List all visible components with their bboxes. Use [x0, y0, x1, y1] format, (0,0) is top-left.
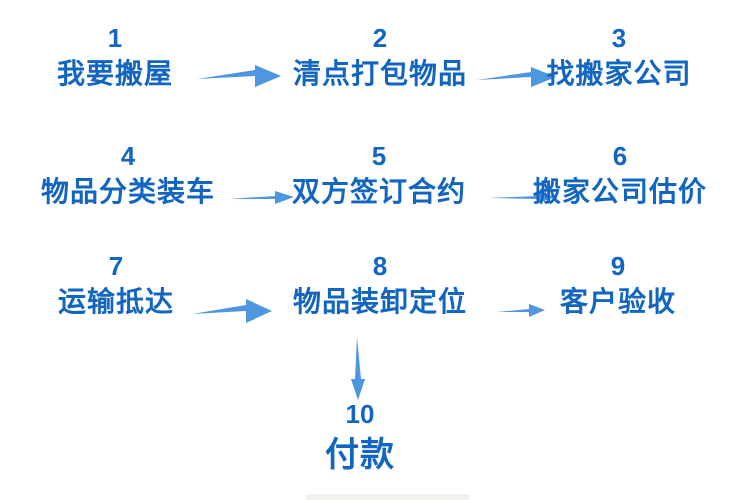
step-10-number: 10 [345, 399, 375, 429]
arrow-step7-to-step8-icon [192, 299, 272, 323]
step-5: 5 双方签订合约 [292, 140, 466, 209]
step-1: 1 我要搬屋 [57, 22, 173, 91]
step-10-label: 付款 [325, 436, 395, 474]
step-4-number: 4 [120, 141, 136, 171]
step-7-label: 运输抵达 [57, 286, 175, 317]
arrow-step4-to-step5-icon [229, 191, 294, 204]
arrow-step1-to-step2-icon [197, 65, 281, 87]
step-7: 7 运输抵达 [58, 250, 174, 319]
step-3-number: 3 [611, 23, 627, 53]
step-4-label: 物品分类装车 [40, 176, 216, 207]
step-7-number: 7 [108, 251, 124, 281]
step-1-number: 1 [107, 23, 123, 53]
arrow-step8-to-step9-icon [497, 304, 545, 317]
step-9-label: 客户验收 [559, 286, 677, 317]
step-5-label: 双方签订合约 [291, 176, 467, 207]
arrow-shape [197, 65, 281, 87]
arrow-shape [488, 192, 556, 203]
step-4: 4 物品分类装车 [41, 140, 215, 209]
step-2-number: 2 [372, 23, 388, 53]
arrow-step5-to-step6-icon [488, 192, 556, 203]
step-3-label: 找搬家公司 [546, 58, 692, 89]
step-5-number: 5 [371, 141, 387, 171]
step-9-number: 9 [610, 251, 626, 281]
arrow-step8-to-step10-icon [351, 337, 365, 400]
arrow-shape [477, 67, 556, 87]
step-8: 8 物品装卸定位 [293, 250, 467, 319]
step-9: 9 客户验收 [560, 250, 676, 319]
step-2-label: 清点打包物品 [292, 58, 468, 89]
arrow-shape [229, 191, 294, 204]
step-3: 3 找搬家公司 [546, 22, 691, 91]
step-2: 2 清点打包物品 [293, 22, 467, 91]
step-1-label: 我要搬屋 [56, 58, 174, 89]
step-6-number: 6 [612, 141, 628, 171]
step-6: 6 搬家公司估价 [533, 140, 707, 209]
step-6-label: 搬家公司估价 [532, 176, 708, 207]
arrow-shape [497, 304, 545, 317]
arrow-shape [351, 337, 365, 400]
step-8-number: 8 [372, 251, 388, 281]
step-8-label: 物品装卸定位 [292, 286, 468, 317]
cropped-bottom-artifact [305, 494, 470, 500]
arrow-step2-to-step3-icon [477, 67, 556, 87]
arrow-shape [192, 299, 272, 323]
step-10: 10 付款 [325, 398, 395, 475]
